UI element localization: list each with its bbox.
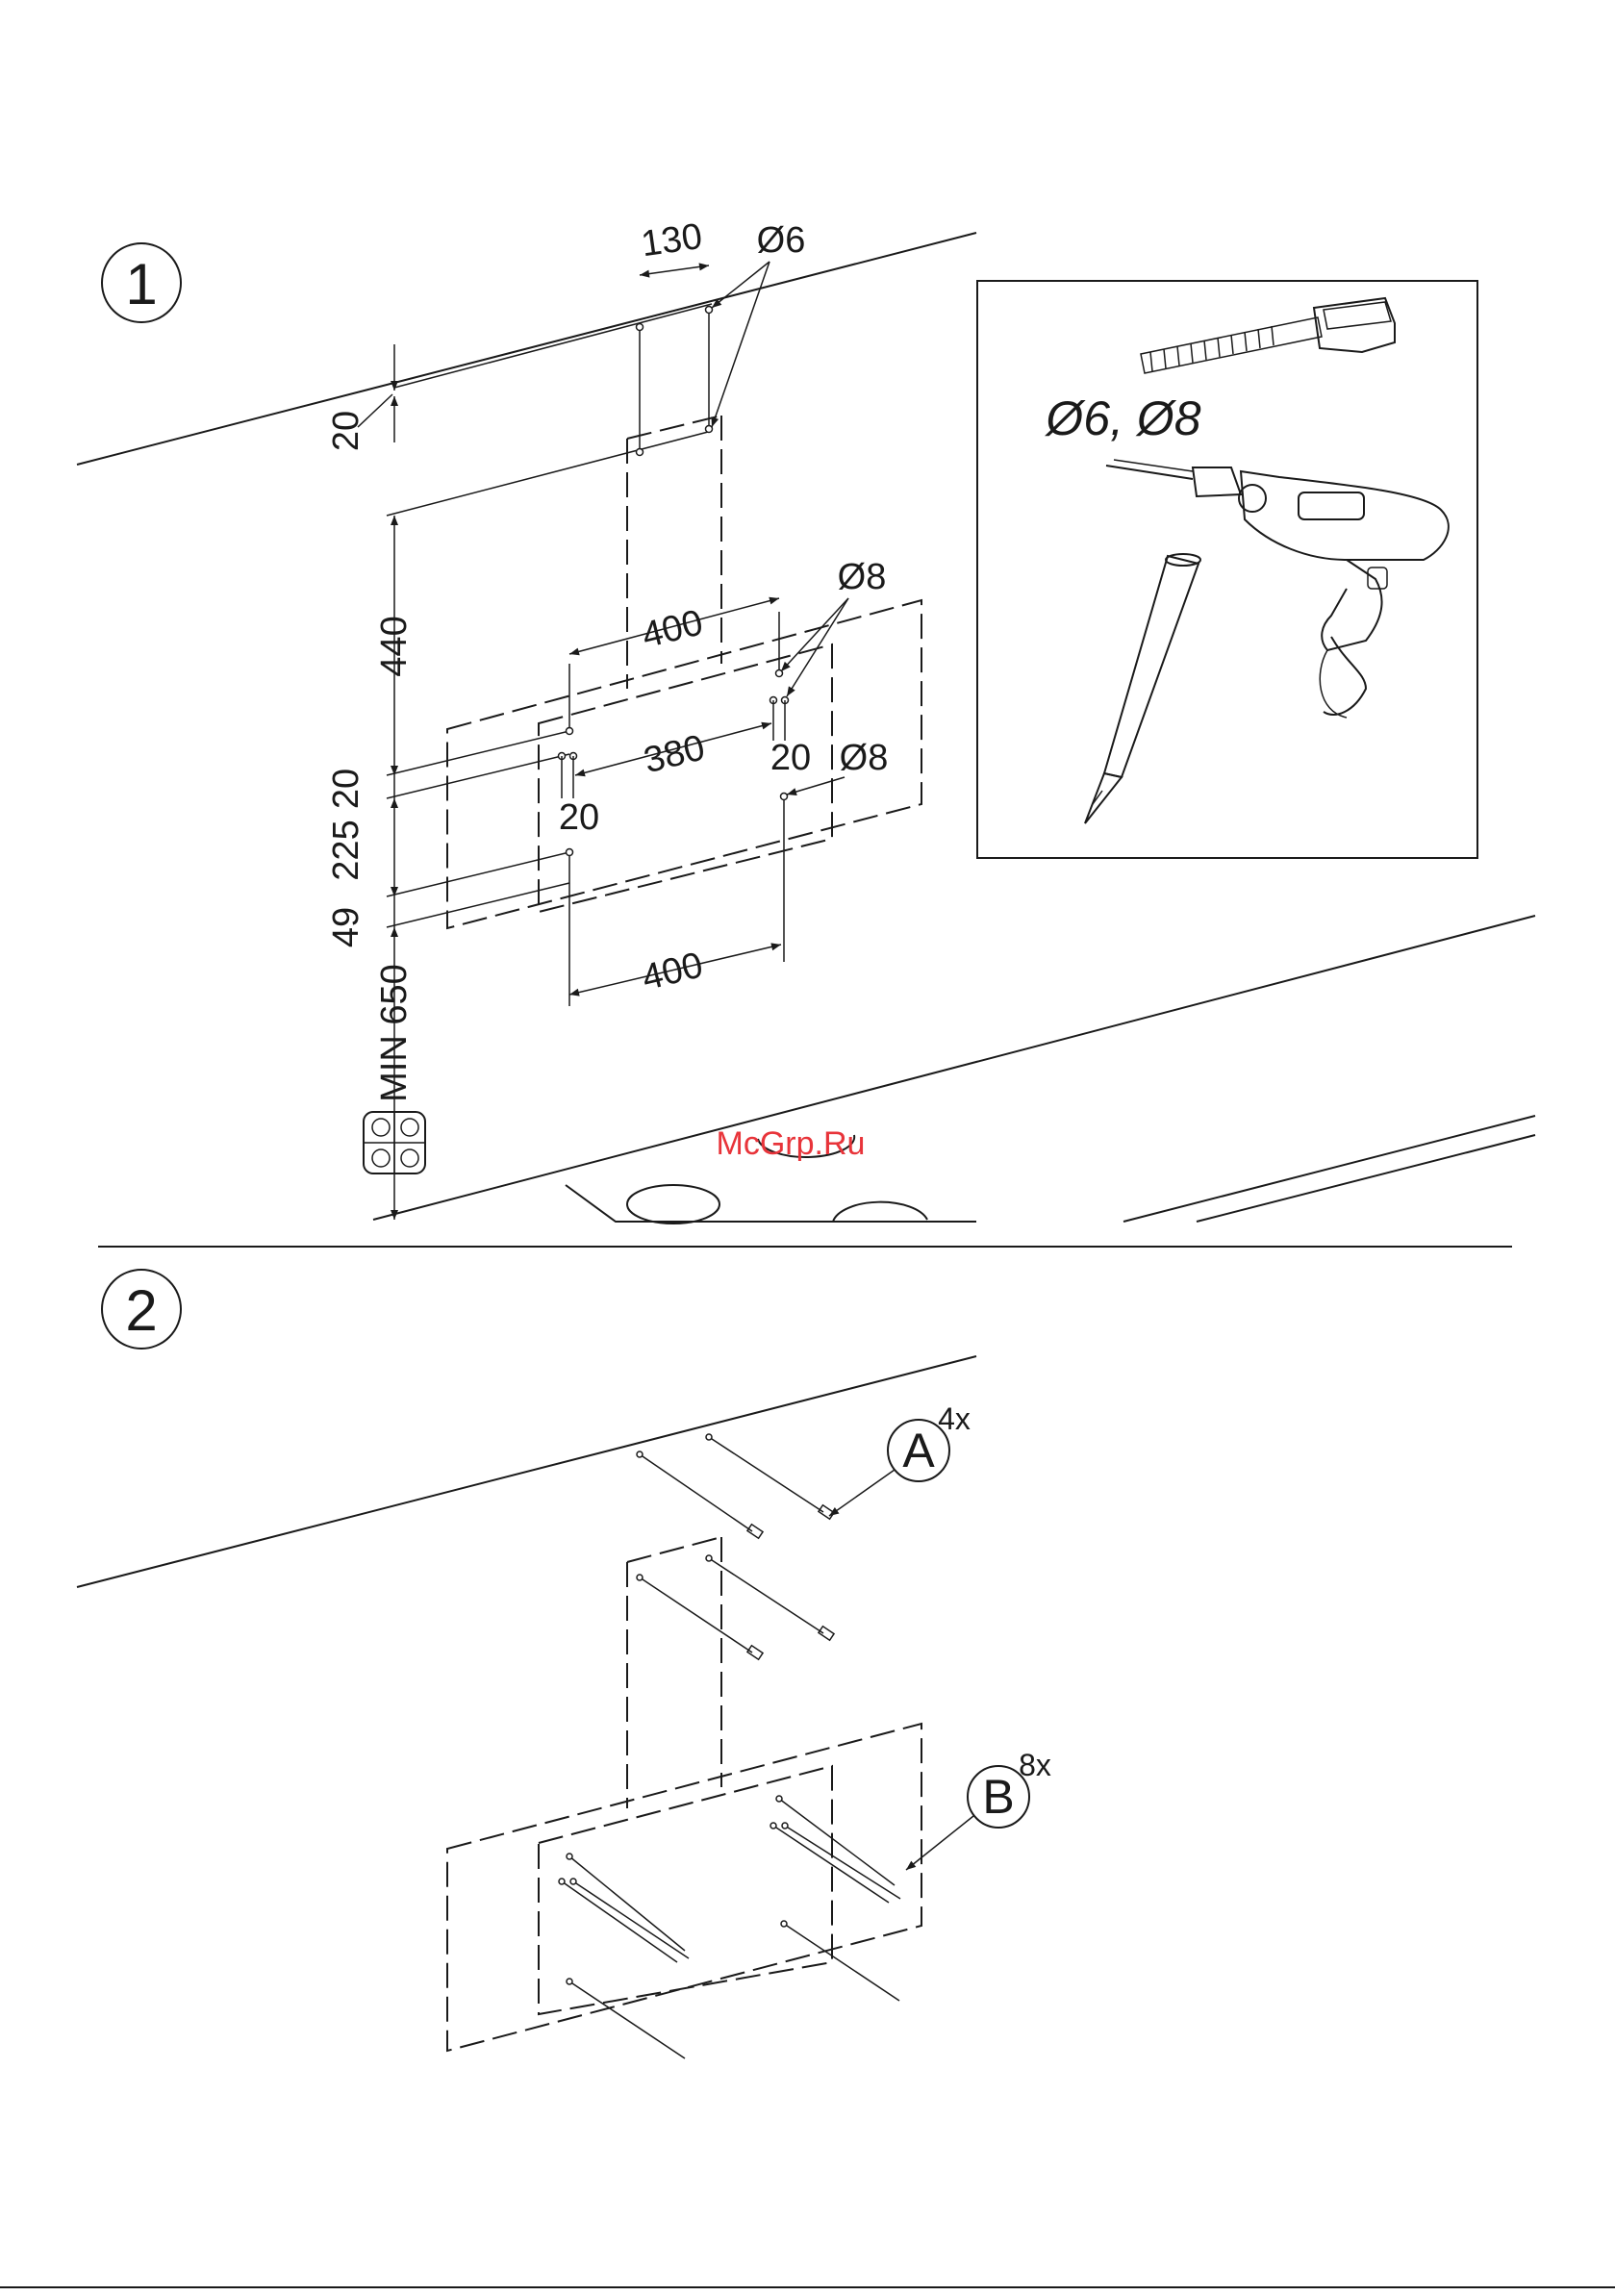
dim-min650: MIN 650: [374, 964, 415, 1102]
worktop-back-edge: [373, 916, 1535, 1220]
dim-225: 225: [326, 820, 366, 880]
hood-inner-outline: [539, 644, 832, 912]
hole-phi6: [637, 449, 643, 456]
callout-b-qty: 8x: [1019, 1748, 1051, 1782]
top-hole-line: [394, 304, 712, 388]
dim-130: 130: [639, 216, 705, 265]
leader-phi8-lower: [787, 777, 845, 795]
hole-phi8: [567, 849, 573, 856]
ceiling-line: [77, 233, 976, 465]
hob-burner: [833, 1202, 927, 1222]
callout-a: A 4x: [829, 1401, 971, 1516]
dim-380: 380: [640, 727, 709, 781]
ceiling-line-step2: [77, 1356, 976, 1587]
worktop-front-edge: [1123, 1116, 1535, 1222]
callout-a-qty: 4x: [938, 1401, 971, 1436]
dim-20-small-right: 20: [770, 738, 811, 778]
screws-b: [559, 1796, 900, 2058]
leader-b: [906, 1816, 973, 1870]
leader-phi8-b: [787, 598, 848, 696]
callout-b: B 8x: [906, 1748, 1051, 1870]
dim-20-small-left: 20: [559, 797, 599, 838]
dim-20-left: 20: [326, 769, 366, 809]
tape-measure-icon: [1141, 298, 1395, 373]
tools-frame: [977, 281, 1477, 858]
hole-phi8: [781, 794, 788, 800]
hood-outer-outline-step2: [447, 1724, 921, 2051]
tools-box: Ø6, Ø8: [977, 281, 1477, 858]
hole-phi6: [706, 307, 713, 314]
tools-drill-sizes: Ø6, Ø8: [1044, 391, 1200, 445]
label-phi8-lower: Ø8: [840, 738, 889, 778]
callout-b-letter: B: [982, 1770, 1014, 1824]
dim-line-130: [640, 265, 709, 275]
step-2-number: 2: [125, 1278, 157, 1343]
dim-400-bottom: 400: [638, 945, 707, 998]
leader-phi6-b: [712, 262, 770, 427]
cooktop-icon: [364, 1112, 425, 1173]
ref-line-440-bottom: [387, 731, 569, 775]
pencil-icon: [1085, 554, 1200, 823]
hole-phi6: [637, 324, 643, 331]
dim-49: 49: [326, 907, 366, 947]
hood-inner-outline-step2: [539, 1766, 832, 2014]
ref-line-20: [387, 754, 569, 798]
leader-a: [829, 1470, 895, 1516]
dim-20-top: 20: [326, 411, 366, 451]
label-phi8-upper: Ø8: [838, 557, 887, 597]
step-1-number: 1: [125, 252, 157, 316]
step-2-panel: 2: [77, 1270, 1051, 2058]
dim-440: 440: [374, 616, 415, 676]
hob-burner: [627, 1185, 719, 1224]
hole-phi8: [567, 728, 573, 735]
watermark: McGrp.Ru: [717, 1125, 866, 1162]
dim-400-top: 400: [638, 602, 707, 656]
callout-a-letter: A: [902, 1424, 935, 1477]
step-1-panel: 1: [77, 216, 1535, 1224]
ref-line-440-top: [387, 431, 712, 516]
label-phi6: Ø6: [757, 220, 806, 261]
worktop-front-edge-2: [1197, 1135, 1535, 1222]
screws-a: [637, 1434, 834, 1659]
